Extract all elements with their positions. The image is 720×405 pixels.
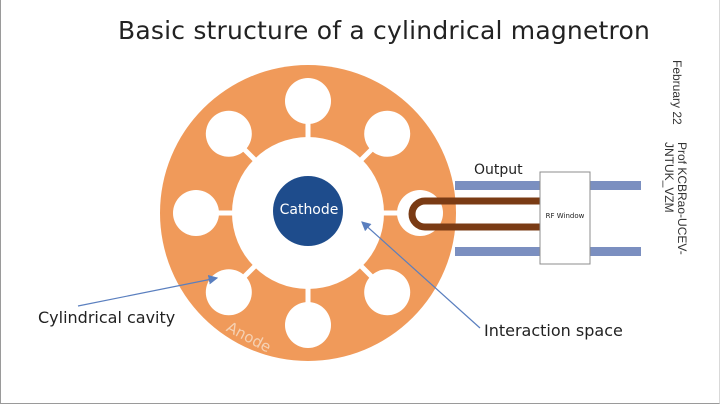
cylindrical-cavity: [173, 190, 219, 236]
cylindrical-cavity: [364, 110, 411, 157]
output-coupling-loop: [408, 197, 556, 231]
interaction-space-label: Interaction space: [484, 321, 623, 340]
cylindrical-cavity: [205, 269, 252, 316]
cylindrical-cavity: [364, 269, 411, 316]
slide-author: Prof KCBRao-UCEV-JNTUK_VZM: [662, 142, 689, 255]
cylindrical-cavity-label: Cylindrical cavity: [38, 308, 176, 327]
cylindrical-cavity: [285, 78, 331, 124]
interaction-space-arrow: [361, 221, 481, 329]
slide-title: Basic structure of a cylindrical magnetr…: [118, 16, 651, 45]
cathode: [273, 176, 343, 246]
cylindrical-cavity: [285, 302, 331, 348]
output-label: Output: [474, 162, 523, 178]
rf-window-box: [539, 171, 591, 265]
rf-window-label: RF Window: [545, 212, 585, 220]
cylindrical-cavity-arrow: [77, 274, 219, 307]
cathode-label: Cathode: [279, 202, 339, 218]
slide-date: February 22: [670, 60, 684, 125]
cylindrical-cavity: [205, 110, 252, 157]
